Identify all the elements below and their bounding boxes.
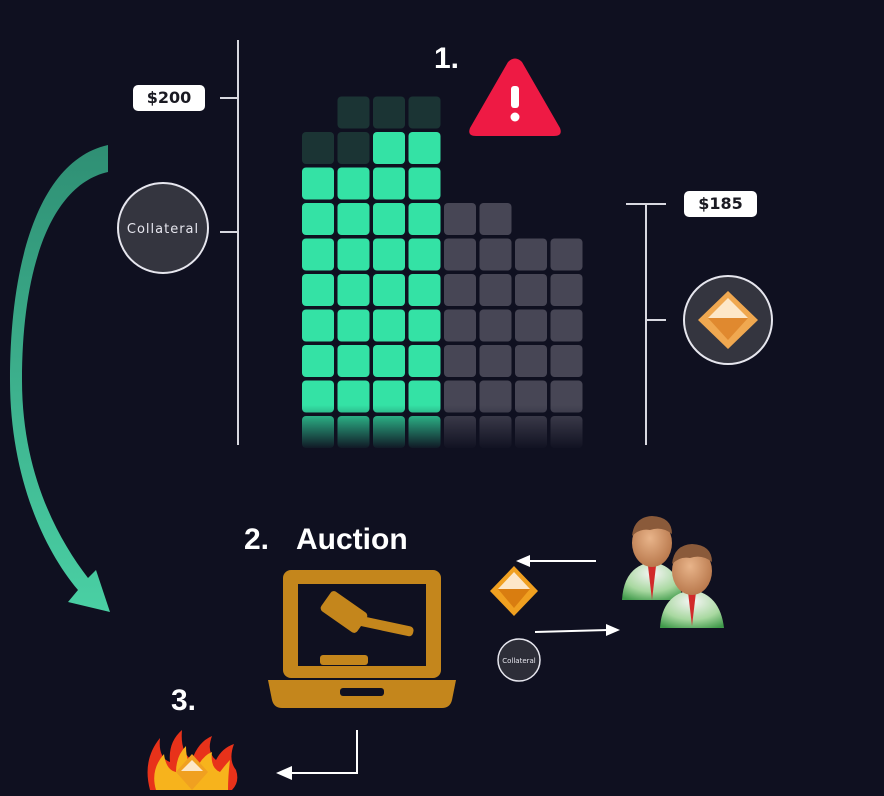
collateral-block [408, 167, 441, 200]
collateral-block [302, 167, 334, 200]
laptop-gavel-icon [268, 570, 456, 708]
debt-block [479, 238, 512, 271]
collateral-coin-small-label: Collateral [502, 657, 536, 665]
debt-block [444, 274, 476, 306]
dai-bid-icon [490, 566, 538, 616]
collateral-block [337, 309, 370, 342]
collateral-block [373, 167, 405, 200]
debt-block [479, 380, 512, 413]
debt-block [550, 238, 583, 271]
debt-block [550, 274, 583, 306]
collateral-block [337, 345, 370, 377]
liquidation-flow-arrow [10, 145, 110, 612]
collateral-block [373, 274, 405, 306]
collateral-block [408, 203, 441, 235]
auction-title: Auction [296, 523, 408, 556]
debt-block [550, 380, 583, 413]
debt-block [479, 345, 512, 377]
debt-block [515, 274, 547, 306]
collateral-block [408, 274, 441, 306]
collateral-block [373, 203, 405, 235]
collateral-coin: Collateral [117, 182, 209, 274]
collateral-coin-label: Collateral [127, 222, 199, 237]
collateral-empty-block [302, 132, 334, 164]
collateral-transfer-arrow [534, 624, 620, 636]
collateral-block [302, 203, 334, 235]
debt-block [515, 345, 547, 377]
fire-icon [147, 730, 238, 790]
collateral-block [337, 380, 370, 413]
debt-block [444, 345, 476, 377]
collateral-block [408, 132, 441, 164]
collateral-empty-block [337, 96, 370, 129]
collateral-block [373, 345, 405, 377]
collateral-block [408, 380, 441, 413]
dai-coin [683, 275, 773, 365]
debt-block [444, 238, 476, 271]
debt-block [479, 203, 512, 235]
collateral-block [302, 309, 334, 342]
debt-block [479, 274, 512, 306]
collateral-empty-block [408, 96, 441, 129]
debt-block [550, 309, 583, 342]
collateral-coin-small: Collateral [497, 638, 541, 682]
collateral-block [408, 309, 441, 342]
dai-diamond-icon [698, 291, 758, 349]
collateral-block [302, 274, 334, 306]
burn-arrow [276, 730, 358, 780]
collateral-block [373, 309, 405, 342]
collateral-block [408, 345, 441, 377]
debt-price-tag: $185 [684, 191, 757, 217]
collateral-block [302, 380, 334, 413]
stack-fade [290, 405, 600, 450]
step-2-label: 2. [244, 523, 270, 556]
debt-block [479, 309, 512, 342]
collateral-block [337, 167, 370, 200]
collateral-block [337, 238, 370, 271]
debt-block [444, 309, 476, 342]
collateral-block [337, 274, 370, 306]
collateral-block-stack [302, 96, 441, 448]
debt-block [515, 309, 547, 342]
collateral-block [302, 238, 334, 271]
collateral-price-tag: $200 [133, 85, 205, 111]
collateral-block [373, 380, 405, 413]
debt-block [444, 203, 476, 235]
warning-triangle-icon [469, 58, 561, 136]
bidders-icon [622, 516, 724, 628]
step-3-label: 3. [171, 684, 197, 717]
dai-bid-arrow [516, 555, 596, 567]
debt-block [515, 380, 547, 413]
collateral-block [373, 238, 405, 271]
debt-block [515, 238, 547, 271]
debt-block [550, 345, 583, 377]
collateral-block [337, 203, 370, 235]
collateral-block [373, 132, 405, 164]
debt-block [444, 380, 476, 413]
collateral-block [408, 238, 441, 271]
collateral-empty-block [337, 132, 370, 164]
collateral-block [302, 345, 334, 377]
step-1-label: 1. [434, 42, 460, 75]
collateral-empty-block [373, 96, 405, 129]
debt-block-stack [444, 203, 583, 448]
